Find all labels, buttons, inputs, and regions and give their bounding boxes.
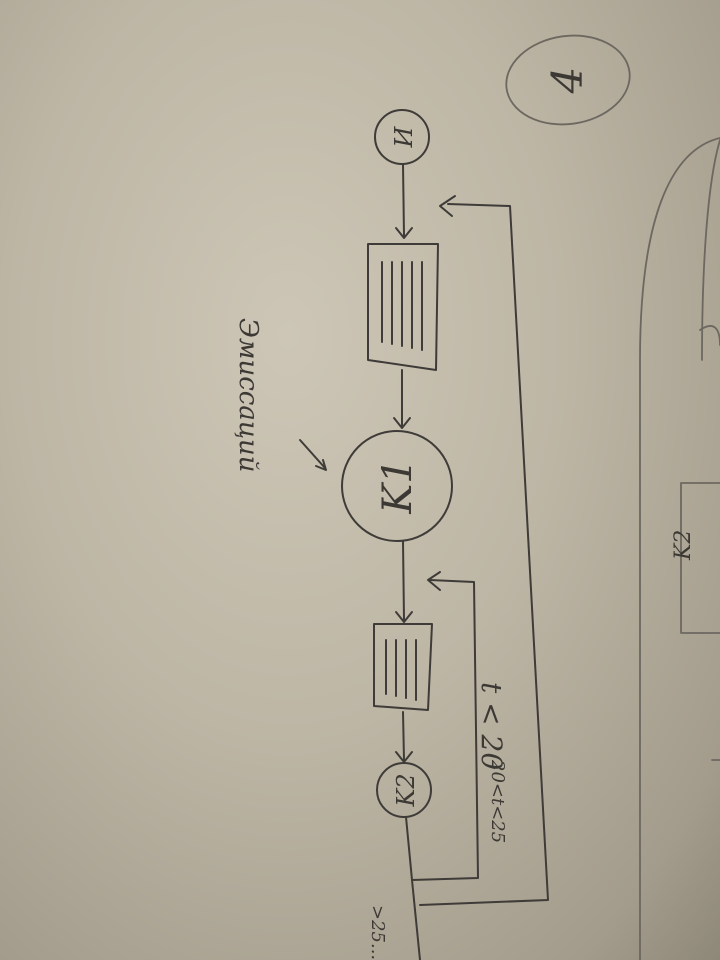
inner-feedback-loop	[411, 579, 479, 881]
background-sketch-right: K2	[639, 137, 720, 960]
far-node-label: K2	[671, 530, 696, 561]
annotation-pointer	[299, 439, 326, 469]
channel-k2-label: K2	[392, 773, 420, 807]
channel-k1-node: K1	[341, 430, 453, 542]
outer-feedback-loop	[419, 203, 549, 906]
source-node: И	[374, 109, 430, 165]
condition-inner-label: 20<t<25	[487, 759, 508, 843]
note-under-k1: Эмиссаций	[233, 318, 263, 472]
exit-line	[405, 816, 421, 960]
source-node-label: И	[390, 125, 418, 148]
arrow-queue2-to-k2	[402, 711, 405, 761]
arrow-source-to-queue1	[402, 163, 405, 237]
channel-k1-label: K1	[375, 458, 421, 514]
queue-2	[373, 623, 433, 711]
condition-outer-label: t < 20	[475, 682, 508, 770]
arrow-k1-to-queue2	[402, 540, 405, 621]
channel-k2-node: K2	[376, 762, 432, 818]
condition-exit-label: >25...	[367, 905, 388, 960]
page-number-text: 4	[543, 67, 592, 95]
queue-1	[367, 243, 439, 371]
page-number-mark: 4	[505, 34, 631, 126]
